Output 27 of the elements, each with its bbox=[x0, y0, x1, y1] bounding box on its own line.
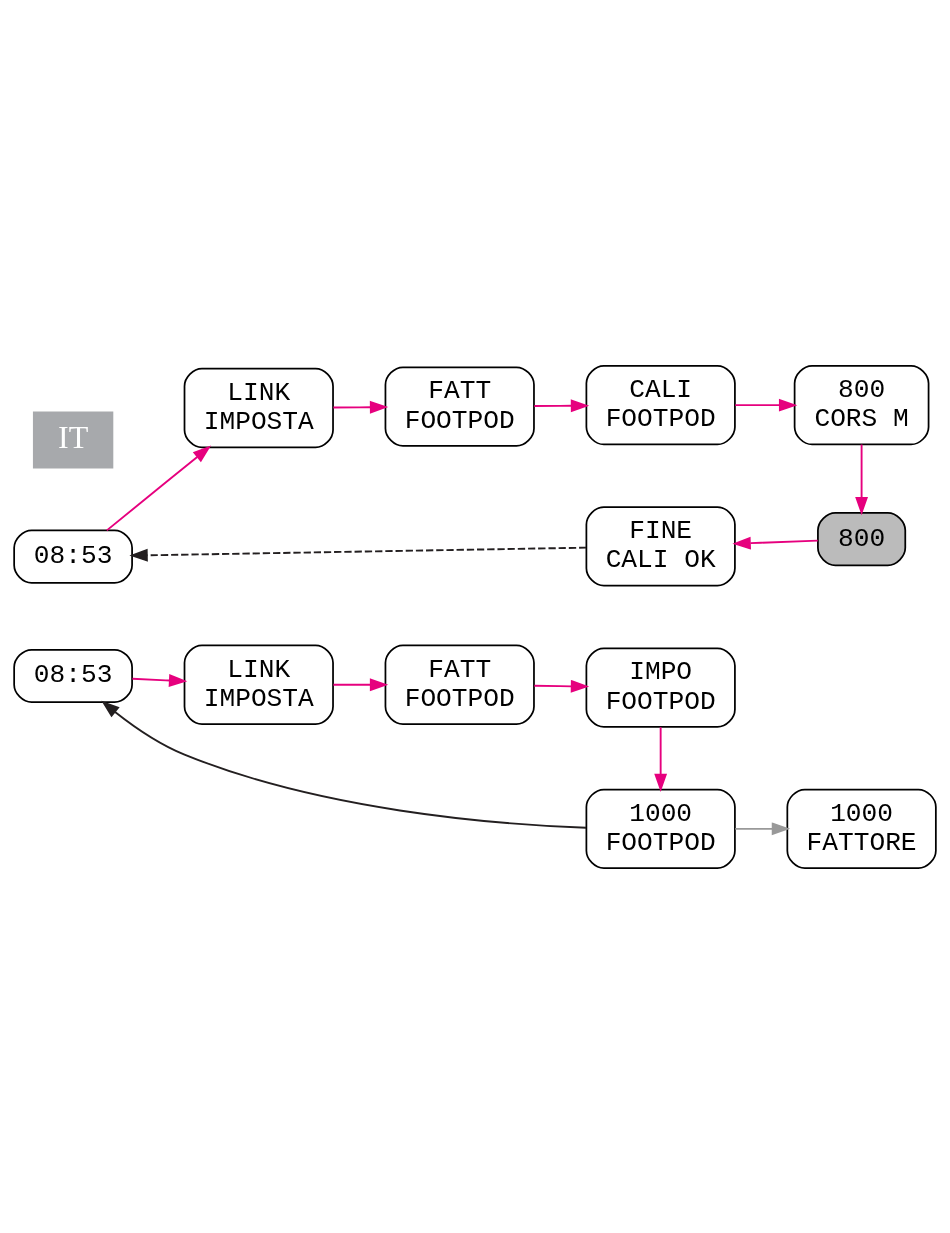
arrow bbox=[131, 673, 188, 687]
node-box: FINE CALI OK bbox=[585, 505, 736, 587]
node-box: 1000 FOOTPOD bbox=[585, 788, 736, 869]
arrow bbox=[533, 679, 590, 693]
node-box: CALI FOOTPOD bbox=[585, 364, 736, 445]
arrow bbox=[734, 821, 791, 835]
arrow bbox=[855, 443, 869, 515]
node-box: 08:53 bbox=[13, 529, 133, 584]
arrow bbox=[332, 400, 389, 414]
arrow bbox=[105, 445, 212, 531]
arrow bbox=[101, 700, 587, 829]
node-box: 1000 FATTORE bbox=[786, 788, 937, 869]
arrow bbox=[533, 398, 590, 412]
arrow bbox=[332, 677, 389, 691]
arrow bbox=[129, 546, 588, 562]
node-box: 800 CORS M bbox=[793, 364, 930, 445]
label: IT bbox=[58, 418, 89, 455]
arrow bbox=[734, 398, 798, 412]
node-box: 800 bbox=[817, 511, 907, 566]
node-box: FATT FOOTPOD bbox=[384, 644, 535, 725]
arrow bbox=[732, 536, 819, 550]
arrow bbox=[654, 725, 668, 792]
node-box: LINK IMPOSTA bbox=[183, 367, 334, 448]
node-box: FATT FOOTPOD bbox=[384, 365, 535, 447]
node-box: 08:53 bbox=[13, 648, 133, 703]
node-box: LINK IMPOSTA bbox=[183, 644, 334, 725]
node-box: IMPO FOOTPOD bbox=[585, 646, 736, 728]
